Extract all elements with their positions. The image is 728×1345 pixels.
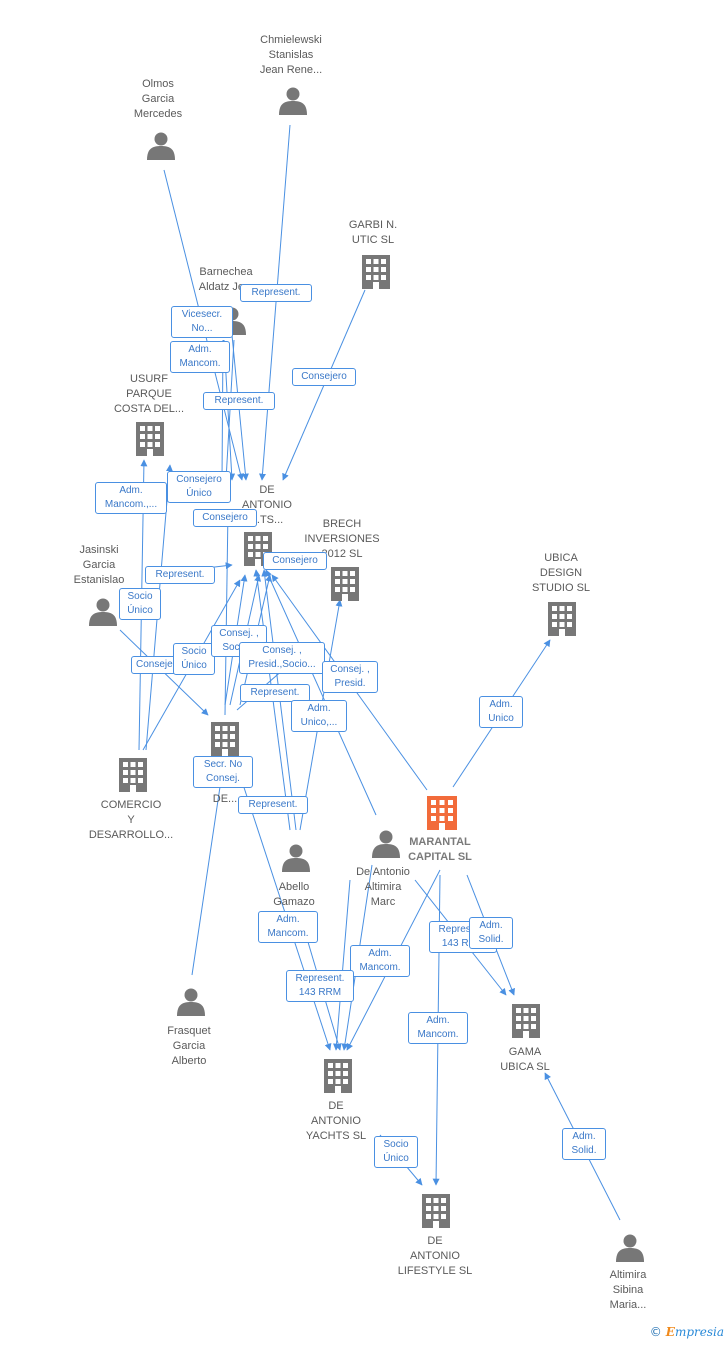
relation-label-19[interactable]: Secr. No Consej. <box>193 756 253 788</box>
building-icon-marantal[interactable] <box>427 796 457 830</box>
relation-label-9[interactable]: Represent. <box>145 566 215 584</box>
node-label-deantonio_lifestyle[interactable]: DE ANTONIO LIFESTYLE SL <box>397 1235 473 1277</box>
relation-label-10[interactable]: Socio Único <box>119 588 161 620</box>
building-icon-ubica_design[interactable] <box>548 602 576 636</box>
node-label-barnechea[interactable]: Barnechea Aldatz Je... <box>198 266 253 293</box>
edge-13 <box>265 569 377 816</box>
relation-label-15[interactable]: Represent. <box>240 684 310 702</box>
node-label-chmielewski[interactable]: Chmielewski Stanislas Jean Rene... <box>259 34 323 76</box>
person-icon-olmos[interactable] <box>147 132 175 161</box>
node-label-comercio[interactable]: COMERCIO Y DESARROLLO... <box>88 799 174 841</box>
building-icon-comercio[interactable] <box>119 758 147 792</box>
edge-24 <box>333 879 351 1051</box>
relation-label-1[interactable]: Vicesecr. No... <box>171 306 233 338</box>
relation-label-18[interactable]: Adm. Unico <box>479 696 523 728</box>
person-icon-chmielewski[interactable] <box>279 87 307 116</box>
relation-label-13[interactable]: Consej. , Socio... <box>211 625 267 657</box>
relation-label-0[interactable]: Represent. <box>240 284 312 302</box>
node-label-deantonio_ts[interactable]: DE ANTONIO ...TS... <box>242 484 292 526</box>
node-label-olmos[interactable]: Olmos Garcia Mercedes <box>133 78 183 120</box>
relation-label-11[interactable]: Consejero <box>131 656 183 674</box>
node-label-deantonio_altimira[interactable]: De Antonio Altimira Marc <box>356 866 410 908</box>
brand-initial: E <box>665 1325 675 1339</box>
building-icon-usurf[interactable] <box>136 422 164 456</box>
edge-21 <box>191 759 227 976</box>
building-icon-deantonio_lifestyle[interactable] <box>422 1194 450 1228</box>
building-icon-brech[interactable] <box>331 567 359 601</box>
relation-label-26[interactable]: Adm. Mancom. <box>408 1012 468 1044</box>
node-label-gama[interactable]: GAMA UBICA SL <box>500 1046 550 1073</box>
person-icon-abello[interactable] <box>282 844 310 873</box>
edge-0 <box>259 124 291 481</box>
relation-label-5[interactable]: Consejero Único <box>167 471 231 503</box>
relation-label-27[interactable]: Socio Único <box>374 1136 418 1168</box>
relation-label-17[interactable]: Adm. Unico,... <box>291 700 347 732</box>
relation-label-20[interactable]: Represent. <box>238 796 308 814</box>
node-label-marantal[interactable]: MARANTAL CAPITAL SL <box>408 836 472 863</box>
relation-label-6[interactable]: Adm. Mancom.,... <box>95 482 167 514</box>
building-icon-e_de[interactable] <box>211 722 239 756</box>
copyright-icon: © <box>649 1325 662 1339</box>
person-icon-jasinski[interactable] <box>89 598 117 627</box>
node-label-garbi[interactable]: GARBI N. UTIC SL <box>348 219 398 246</box>
relation-label-22[interactable]: Adm. Mancom. <box>350 945 410 977</box>
node-label-frasquet[interactable]: Frasquet Garcia Alberto <box>167 1025 211 1067</box>
relation-label-7[interactable]: Consejero <box>193 509 257 527</box>
relation-label-25[interactable]: Adm. Solid. <box>469 917 513 949</box>
relation-label-2[interactable]: Adm. Mancom. <box>170 341 230 373</box>
node-label-jasinski[interactable]: Jasinski Garcia Estanislao <box>73 544 125 586</box>
relation-label-14[interactable]: Consej. , Presid.,Socio... <box>239 642 325 674</box>
person-icon-frasquet[interactable] <box>177 988 205 1017</box>
relation-label-3[interactable]: Represent. <box>203 392 275 410</box>
node-label-altimira_sibina[interactable]: Altimira Sibina Maria... <box>609 1269 647 1311</box>
person-icon-altimira_sibina[interactable] <box>616 1234 644 1263</box>
brand-name: mpresia <box>674 1325 724 1339</box>
node-label-brech[interactable]: BRECH INVERSIONES 2012 SL <box>304 518 380 560</box>
relation-label-4[interactable]: Consejero <box>292 368 356 386</box>
relation-label-21[interactable]: Adm. Mancom. <box>258 911 318 943</box>
relation-label-8[interactable]: Consejero <box>263 552 327 570</box>
empresia-watermark: ©Empresia <box>650 1325 724 1339</box>
building-icon-gama[interactable] <box>512 1004 540 1038</box>
building-icon-garbi[interactable] <box>362 255 390 289</box>
node-label-usurf[interactable]: USURF PARQUE COSTA DEL... <box>113 373 185 415</box>
building-icon-deantonio_yachts[interactable] <box>324 1059 352 1093</box>
relation-label-23[interactable]: Represent. 143 RRM <box>286 970 354 1002</box>
edge-32 <box>222 339 235 481</box>
relation-label-28[interactable]: Adm. Solid. <box>562 1128 606 1160</box>
relation-label-16[interactable]: Consej. , Presid. <box>322 661 378 693</box>
node-label-deantonio_yachts[interactable]: DE ANTONIO YACHTS SL <box>305 1100 367 1142</box>
edge-7 <box>224 509 232 716</box>
relation-label-12[interactable]: Socio Único <box>173 643 215 675</box>
node-label-ubica_design[interactable]: UBICA DESIGN STUDIO SL <box>531 552 591 594</box>
